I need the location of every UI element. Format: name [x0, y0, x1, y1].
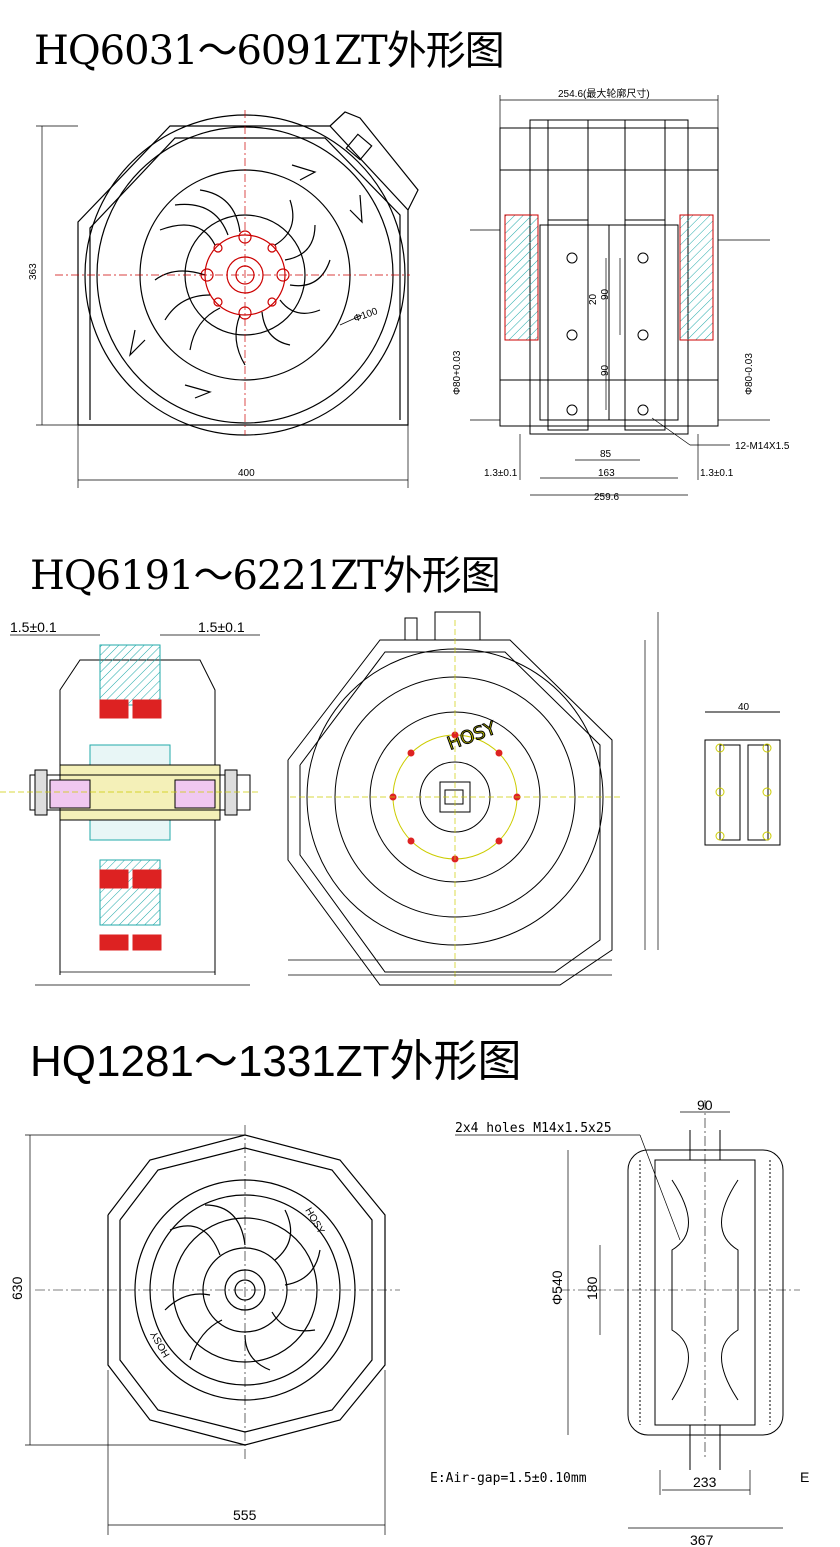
s1-dim-90b: 90: [600, 364, 611, 376]
s3-dim-367: 367: [690, 1532, 714, 1547]
s1-dim-top: 254.6(最大轮廓尺寸): [558, 87, 650, 100]
s3-dim-630: 630: [9, 1276, 25, 1300]
s3-front-dims: [25, 1134, 386, 1535]
s1-dim-phi: Φ100: [352, 306, 379, 325]
s2-centerlines: [290, 620, 620, 985]
s3-brand-top: HOSY: [302, 1206, 326, 1236]
s1-side-view: [499, 119, 719, 435]
s3-dim-233: 233: [693, 1474, 717, 1490]
s2-mount-plate: [704, 711, 781, 846]
s2-front-view: HOSY: [287, 611, 613, 986]
s1-dim-259: 259.6: [594, 492, 619, 503]
s3-dim-holes: 2x4 holes M14x1.5x25: [455, 1121, 612, 1136]
s2-dim-gap-left: 1.5±0.1: [10, 619, 57, 635]
s2-dim-gap-right: 1.5±0.1: [198, 619, 245, 635]
s1-centerlines: [55, 110, 410, 435]
s1-dim-gap-left: 1.3±0.1: [484, 468, 518, 479]
s3-dim-phi540: Φ540: [549, 1270, 565, 1305]
s1-dim-gap-right: 1.3±0.1: [700, 468, 734, 479]
s1-dim-height: 363: [28, 263, 39, 280]
s3-dim-555: 555: [233, 1507, 257, 1523]
s1-front-view: [77, 111, 419, 436]
s1-dimension-lines: [36, 125, 409, 488]
section1-title: HQ6031～6091ZT外形图: [34, 28, 505, 74]
s1-dim-holes: 12-M14X1.5: [735, 441, 790, 452]
s1-dim-phi-left: Φ80+0.03: [452, 350, 463, 395]
s3-airgap: E:Air-gap=1.5±0.10mm: [430, 1471, 587, 1486]
s3-brand-bottom: HOSY: [149, 1329, 173, 1359]
s2-front-dims: [288, 612, 659, 976]
s1-dim-163: 163: [598, 468, 615, 479]
s2-dim-40: 40: [738, 702, 750, 713]
s2-holes: [389, 731, 521, 863]
s2-dimension-lines: [0, 634, 260, 986]
s1-dim-width: 400: [238, 468, 255, 479]
s3-dim-90: 90: [697, 1097, 713, 1113]
s2-section-view: [29, 644, 251, 975]
s3-dim-180: 180: [584, 1276, 600, 1300]
s1-dim-90a: 90: [600, 288, 611, 300]
s3-dim-e: E: [800, 1469, 809, 1485]
section2-title: HQ6191～6221ZT外形图: [30, 553, 501, 599]
s1-dim-20: 20: [588, 293, 599, 305]
s3-side-dims: [455, 1111, 783, 1529]
s1-dim-phi-right: Φ80-0.03: [744, 353, 755, 395]
s3-centerlines: [35, 1100, 800, 1460]
s1-side-dimensions: [470, 95, 770, 496]
s1-dim-85: 85: [600, 449, 612, 460]
s3-side-view: [627, 1130, 784, 1470]
section3-title: HQ1281～1331ZT外形图: [30, 1037, 522, 1086]
